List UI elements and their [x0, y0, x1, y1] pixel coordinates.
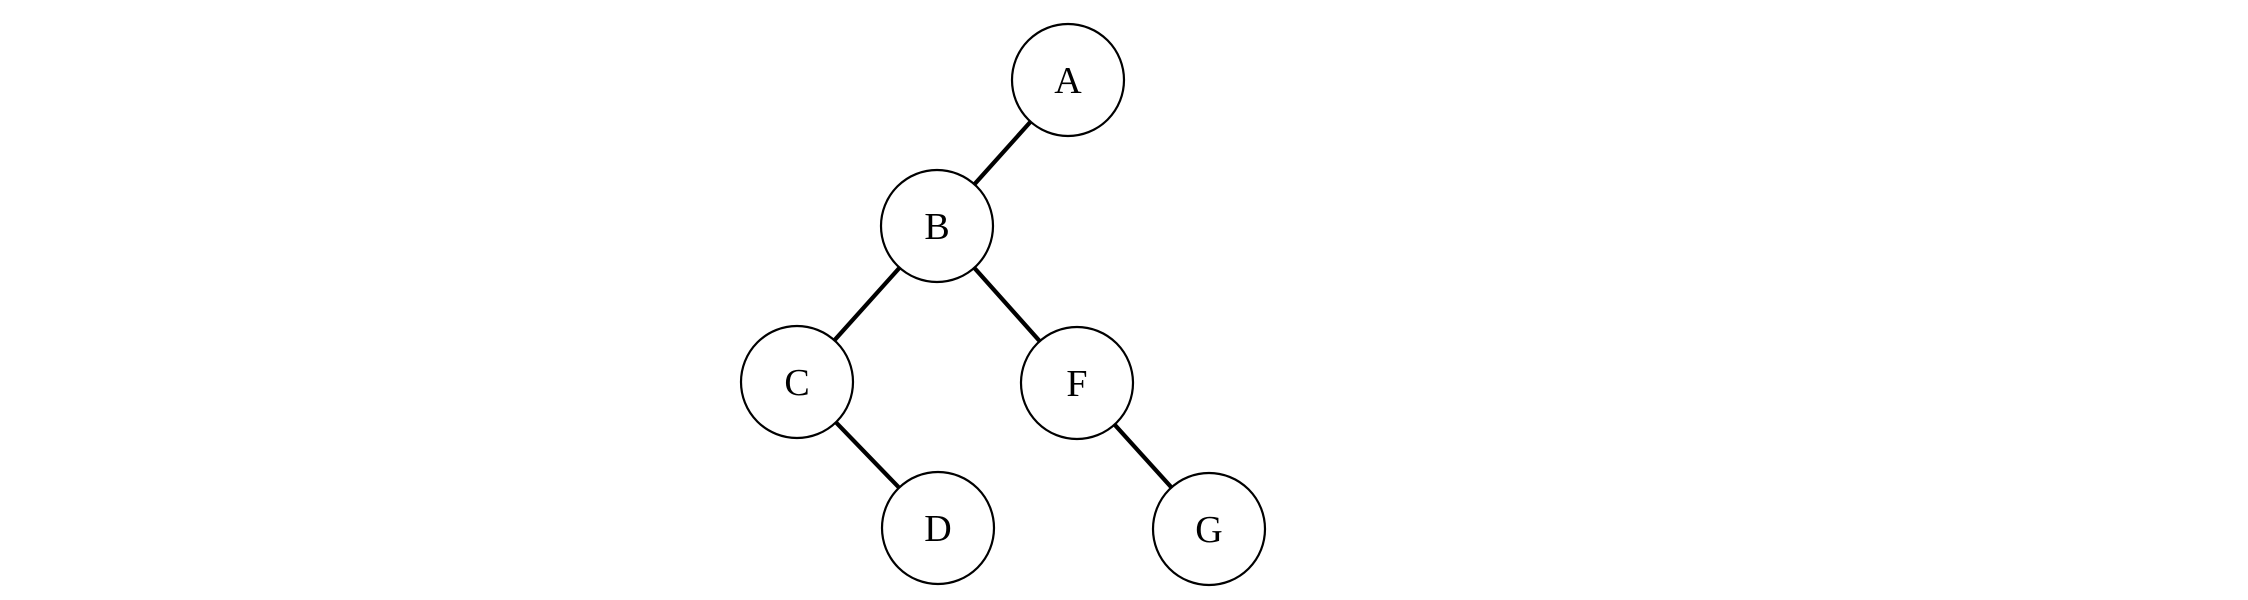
graph-node-label-B: B [924, 206, 949, 248]
edge-layer [832, 120, 1174, 490]
graph-node-label-C: C [784, 362, 809, 404]
graph-edge-C-D [834, 420, 901, 490]
graph-node-circle-A [1010, 22, 1126, 138]
graph-node-circle-G [1151, 471, 1267, 587]
graph-edge-F-G [1112, 423, 1174, 489]
graph-edge-B-F [972, 266, 1042, 343]
graph-node-label-D: D [924, 508, 951, 550]
graph-edge-B-C [832, 266, 902, 342]
node-layer: A B C F D G [739, 22, 1267, 587]
graph-node-B[interactable]: B [879, 168, 995, 284]
graph-node-circle-C [739, 324, 855, 440]
graph-node-D[interactable]: D [880, 470, 996, 586]
graph-node-C[interactable]: C [739, 324, 855, 440]
graph-node-label-A: A [1054, 60, 1082, 102]
graph-node-G[interactable]: G [1151, 471, 1267, 587]
graph-node-circle-F [1019, 325, 1135, 441]
graph-node-label-G: G [1195, 509, 1222, 551]
graph-node-A[interactable]: A [1010, 22, 1126, 138]
graph-node-F[interactable]: F [1019, 325, 1135, 441]
graph-node-label-F: F [1066, 363, 1087, 405]
graph-node-circle-B [879, 168, 995, 284]
graph-edge-A-B [972, 120, 1033, 186]
graph-node-circle-D [880, 470, 996, 586]
